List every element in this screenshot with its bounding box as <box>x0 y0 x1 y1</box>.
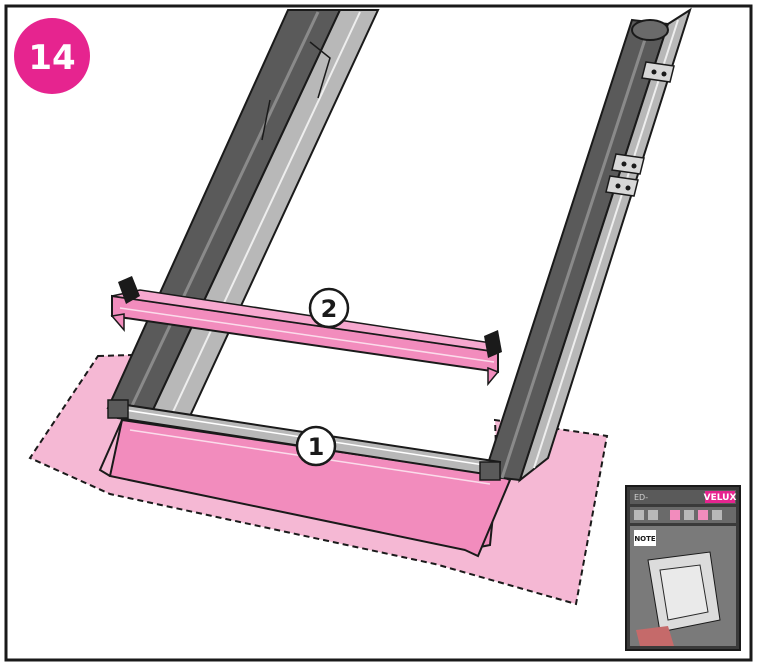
package-stamp: NOTE <box>634 535 656 543</box>
bracket-top <box>641 61 675 83</box>
right-end-cap <box>484 330 502 358</box>
callout-1: 1 <box>295 425 337 467</box>
step-number: 14 <box>28 38 75 78</box>
bracket-middle <box>611 153 645 175</box>
callout-2: 2 <box>308 287 350 329</box>
package-code: ED- <box>634 493 648 502</box>
right-side-frame <box>482 7 692 483</box>
callout-1-label: 1 <box>308 433 325 461</box>
package-thumbnail: ED- VELUX NOTE <box>625 485 741 651</box>
callout-2-label: 2 <box>321 295 338 323</box>
top-flashing-part-2 <box>110 276 502 387</box>
mounting-brackets <box>605 61 675 197</box>
left-end-cap <box>118 276 140 304</box>
package-brand: VELUX <box>704 493 737 503</box>
bracket-lower <box>605 175 639 197</box>
step-badge: 14 <box>14 18 90 94</box>
